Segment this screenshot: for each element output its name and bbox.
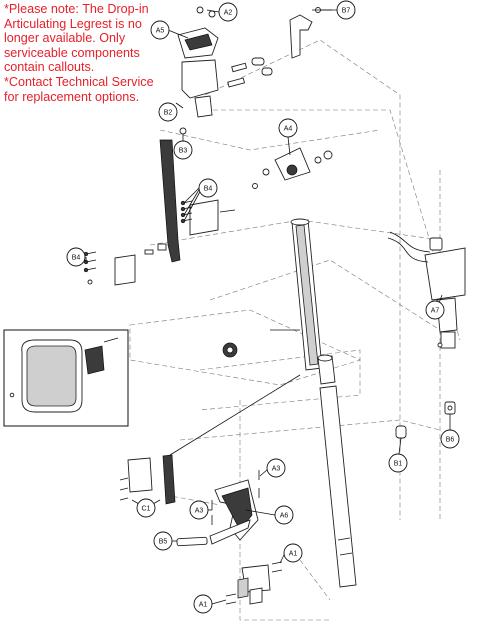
callout-b4-upper: B4 <box>198 178 218 198</box>
clamp-part <box>252 147 333 189</box>
discontinued-notice: *Please note: The Drop-in Articulating L… <box>4 2 154 104</box>
callout-b2: B2 <box>158 102 178 122</box>
svg-text:B7: B7 <box>342 8 351 15</box>
lower-bracket-parts <box>119 374 301 547</box>
svg-text:B1: B1 <box>394 461 403 468</box>
callout-b4-left: B4 <box>66 247 86 267</box>
screw-set-b4-lower <box>83 243 167 286</box>
callout-b6: B6 <box>440 429 460 449</box>
callout-a1-right: A1 <box>283 543 303 563</box>
svg-text:A1: A1 <box>289 551 298 558</box>
callout-a7: A7 <box>425 300 445 320</box>
callout-a2: A2 <box>218 2 238 22</box>
main-support-tube <box>222 218 323 371</box>
svg-text:B3: B3 <box>179 148 188 155</box>
svg-text:A7: A7 <box>431 308 440 315</box>
svg-text:A3: A3 <box>195 508 204 515</box>
pin-set-upper <box>227 7 332 88</box>
callout-b7: B7 <box>336 0 356 20</box>
notice-line: *Please note: The Drop-in <box>4 2 149 16</box>
callout-a3-right: A3 <box>266 458 286 478</box>
svg-text:A6: A6 <box>280 513 289 520</box>
callout-a4: A4 <box>278 118 298 138</box>
svg-text:A2: A2 <box>224 10 233 17</box>
notice-line: contain callouts. <box>4 60 95 75</box>
svg-text:A3: A3 <box>272 466 281 473</box>
notice-line: serviceable components <box>4 45 140 60</box>
svg-text:A4: A4 <box>284 126 293 133</box>
actuator-part <box>387 231 466 349</box>
extension-tube <box>317 354 357 588</box>
svg-text:B6: B6 <box>446 437 455 444</box>
notice-line: Articulating Legrest is no <box>4 16 142 31</box>
top-bracket-part <box>177 6 219 118</box>
screw-set-b4-upper <box>180 199 236 236</box>
callout-c1: C1 <box>136 498 156 518</box>
callout-a5: A5 <box>150 20 170 40</box>
notice-line: longer available. Only <box>4 31 126 46</box>
svg-text:B4: B4 <box>204 186 213 193</box>
callout-a6: A6 <box>274 505 294 525</box>
callout-b1: B1 <box>388 453 408 473</box>
callout-b5: B5 <box>153 531 173 551</box>
svg-text:A1: A1 <box>199 602 208 609</box>
footplate-inset <box>3 329 129 427</box>
svg-text:A5: A5 <box>156 28 165 35</box>
svg-text:C1: C1 <box>142 506 151 513</box>
notice-line: for replacement options. <box>4 89 140 104</box>
callout-a3-left: A3 <box>189 500 209 520</box>
svg-text:B5: B5 <box>159 539 168 546</box>
bottom-clamp-part <box>225 561 283 605</box>
spacer-parts <box>395 401 456 439</box>
svg-text:B4: B4 <box>72 255 81 262</box>
svg-text:B2: B2 <box>164 110 173 117</box>
notice-line: *Contact Technical Service <box>4 74 154 89</box>
callout-b3: B3 <box>173 140 193 160</box>
callout-a1-left: A1 <box>193 594 213 614</box>
